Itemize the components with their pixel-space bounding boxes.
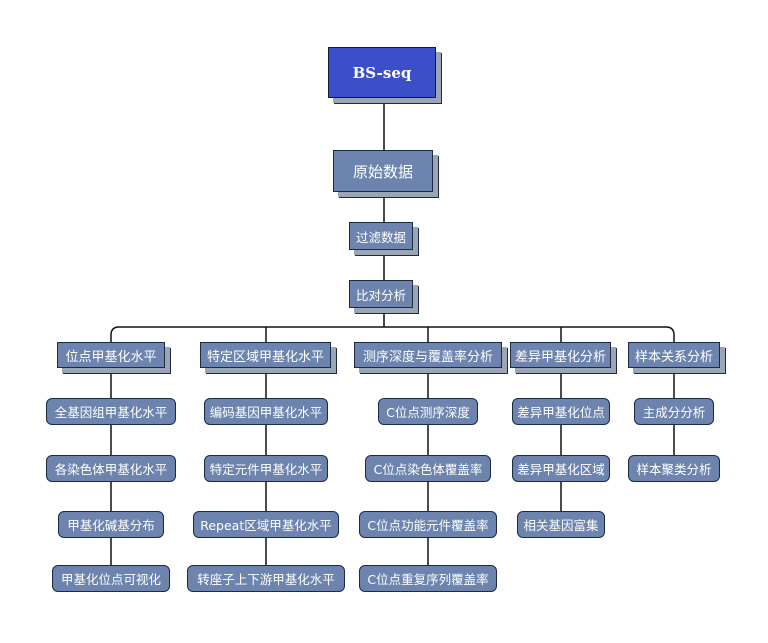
category-sample-relation: 样本关系分析 (628, 342, 720, 368)
leaf-chromosome-methylation: 各染色体甲基化水平 (46, 455, 176, 482)
leaf-base-distribution: 甲基化碱基分布 (58, 511, 164, 538)
leaf-coding-gene-methylation: 编码基因甲基化水平 (204, 398, 328, 425)
leaf-dmr: 差异甲基化区域 (512, 455, 610, 482)
category-region-methylation: 特定区域甲基化水平 (200, 342, 331, 368)
chain-node-alignment: 比对分析 (349, 280, 413, 308)
leaf-gene-enrichment: 相关基因富集 (517, 511, 605, 538)
leaf-c-site-chromosome-coverage: C位点染色体覆盖率 (365, 455, 491, 482)
category-site-methylation: 位点甲基化水平 (57, 342, 165, 368)
leaf-genome-wide-methylation: 全基因组甲基化水平 (46, 398, 176, 425)
chain-node-filter: 过滤数据 (349, 222, 413, 250)
leaf-dmc: 差异甲基化位点 (512, 398, 610, 425)
leaf-sample-clustering: 样本聚类分析 (628, 455, 720, 482)
category-differential-methylation: 差异甲基化分析 (510, 342, 611, 368)
leaf-site-visualization: 甲基化位点可视化 (52, 565, 170, 592)
leaf-repeat-methylation: Repeat区域甲基化水平 (193, 511, 339, 538)
leaf-c-site-depth: C位点测序深度 (378, 398, 478, 425)
leaf-transposon-methylation: 转座子上下游甲基化水平 (187, 565, 345, 592)
chain-node-raw-data: 原始数据 (333, 150, 433, 192)
leaf-element-methylation: 特定元件甲基化水平 (204, 455, 328, 482)
leaf-c-site-element-coverage: C位点功能元件覆盖率 (359, 511, 497, 538)
leaf-pca: 主成分分析 (634, 398, 714, 425)
leaf-c-site-repeat-coverage: C位点重复序列覆盖率 (359, 565, 497, 592)
category-depth-coverage: 测序深度与覆盖率分析 (354, 342, 502, 368)
root-node: BS-seq (328, 47, 436, 98)
